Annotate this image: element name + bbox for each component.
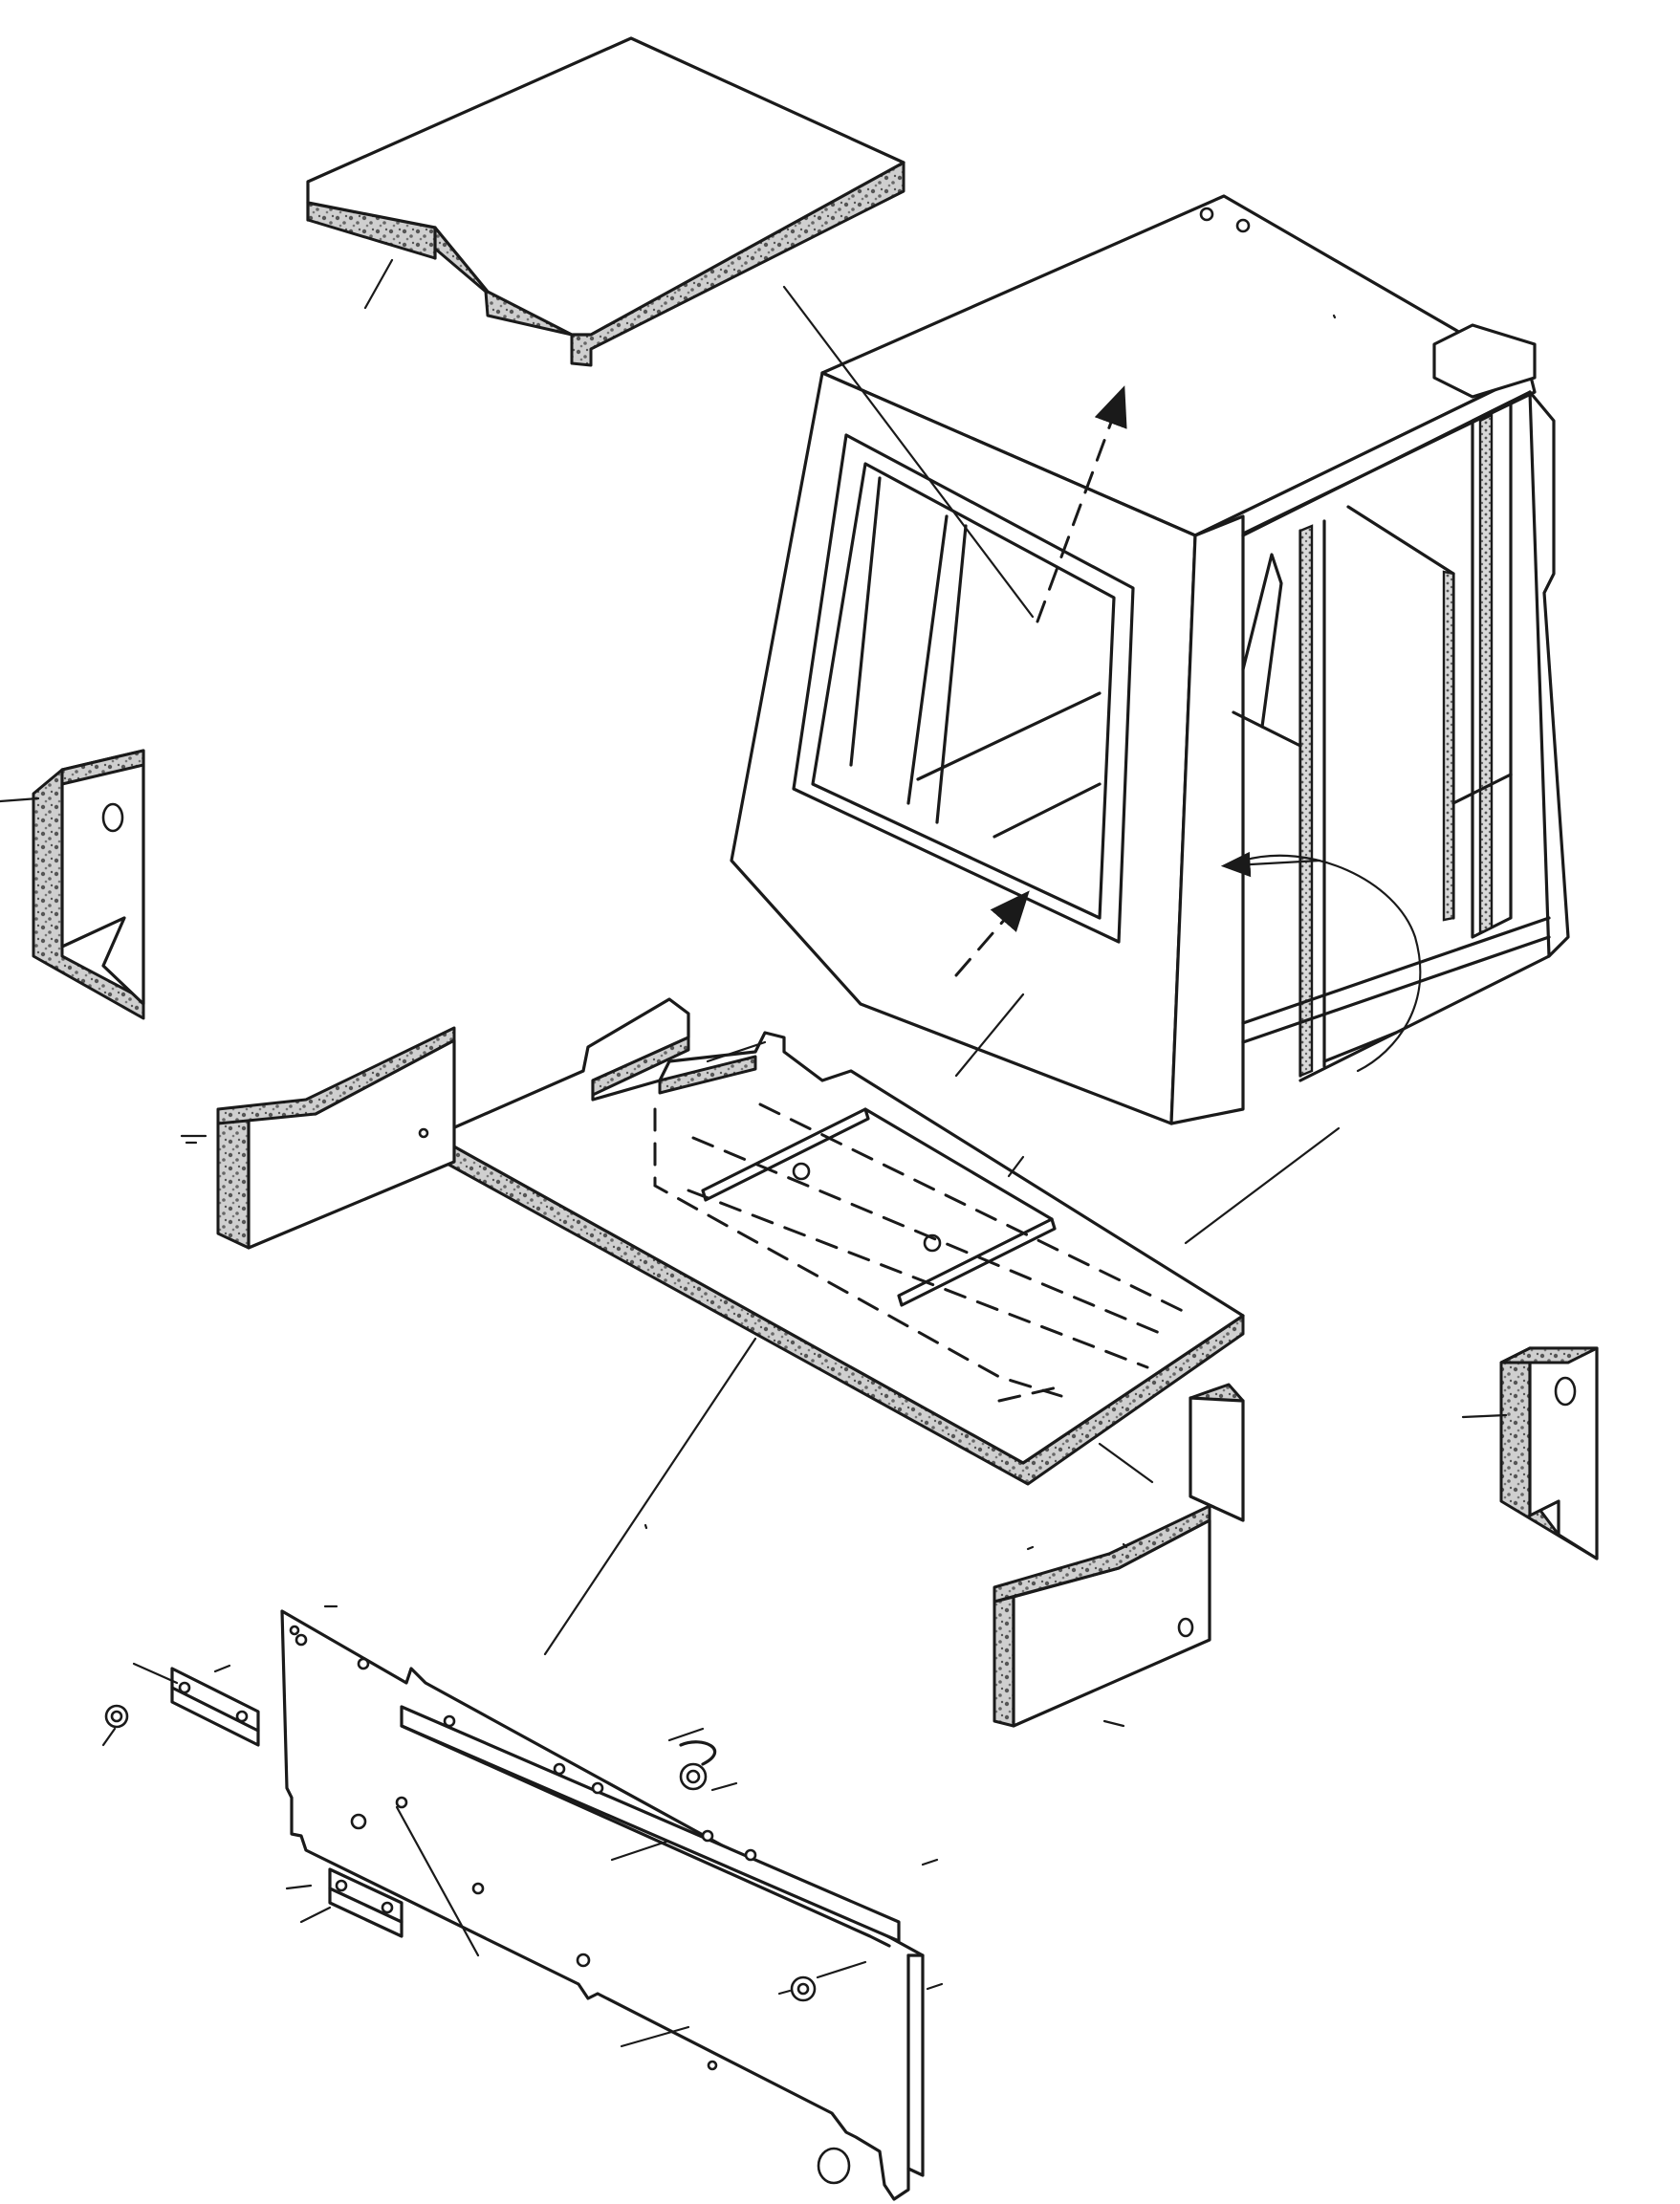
bolt-upper-left	[101, 1704, 129, 1747]
left-front-side-pad	[180, 1026, 456, 1250]
right-rear-pad-hole	[1554, 1376, 1577, 1407]
right-front-side-pad	[993, 1504, 1211, 1728]
rear-cover-bracket-upper	[132, 1662, 260, 1747]
bolts	[101, 1704, 867, 2002]
bolt-middle-right	[667, 1727, 738, 1792]
right-rear-side-pad	[1461, 1346, 1599, 1560]
rear-cover-bracket-lower	[285, 1867, 404, 1938]
left-rear-side-pad	[0, 749, 145, 1020]
bolt-lower-left	[299, 1906, 332, 1924]
left-rear-pad-hole	[101, 802, 124, 833]
bolt-lower-right	[777, 1960, 867, 2002]
roof-pad-leader-line	[363, 258, 394, 310]
right-front-block-pad	[1098, 1383, 1245, 1522]
roof-insulation-pad	[306, 36, 905, 367]
cab-frame	[730, 194, 1570, 1125]
rear-cover-reinforcement-strip	[400, 1705, 901, 1948]
